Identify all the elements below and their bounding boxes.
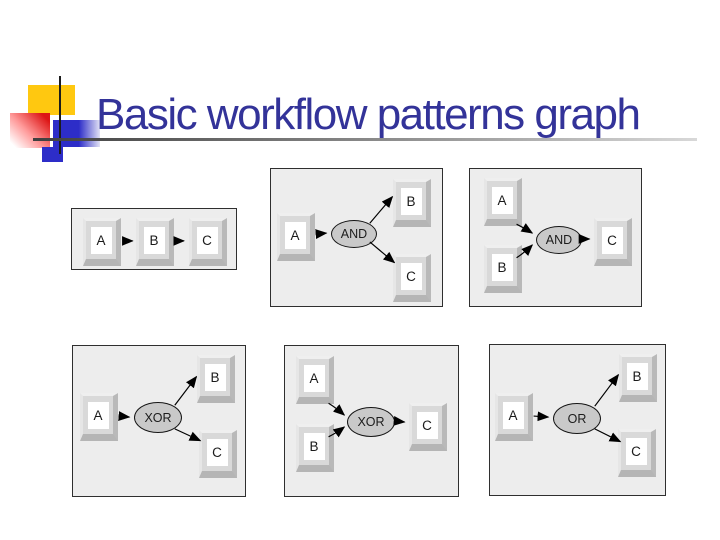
- node-c: C: [189, 218, 227, 266]
- decoration-small-blue-square: [42, 147, 63, 162]
- node-c-label: C: [206, 438, 228, 466]
- node-a-label: A: [284, 221, 306, 249]
- node-c-label: C: [601, 226, 623, 254]
- decoration-vertical-line: [59, 76, 61, 154]
- arrow-gateway-b: [369, 195, 394, 224]
- panel-sequence: A B C: [71, 208, 237, 270]
- arrow-a-gateway: [315, 229, 328, 239]
- node-a: A: [296, 356, 334, 404]
- node-a: A: [83, 218, 121, 266]
- node-b-label: B: [400, 187, 422, 215]
- node-b-label: B: [626, 362, 648, 390]
- gateway-xor: XOR: [347, 407, 395, 437]
- node-a: A: [277, 213, 315, 261]
- node-b-label: B: [204, 363, 226, 391]
- arrow-gateway-c: [174, 428, 202, 442]
- arrow-gateway-b: [174, 375, 198, 406]
- panel-or-split: A OR B C: [489, 344, 666, 496]
- node-c: C: [409, 403, 447, 451]
- arrow-gateway-c: [594, 428, 622, 443]
- node-a-label: A: [90, 226, 112, 254]
- node-c: C: [594, 218, 632, 266]
- panel-xor-split: A XOR B C: [72, 345, 246, 497]
- slide-title: Basic workflow patterns graph: [96, 90, 641, 139]
- decoration-yellow-square: [28, 85, 75, 115]
- node-a-label: A: [303, 364, 325, 392]
- panel-and-join: A B AND C: [469, 168, 642, 307]
- node-b-label: B: [491, 253, 513, 281]
- panel-xor-join: A B XOR C: [284, 345, 459, 497]
- node-a: A: [484, 178, 522, 226]
- arrow-a-gateway: [328, 402, 346, 416]
- arrow-gateway-c: [393, 415, 406, 426]
- gateway-and: AND: [536, 226, 582, 254]
- node-b: B: [619, 354, 657, 402]
- arrow-a-gateway: [118, 411, 131, 421]
- node-c-label: C: [196, 226, 218, 254]
- gateway-or: OR: [553, 403, 601, 434]
- gateway-xor: XOR: [134, 402, 182, 433]
- node-a: A: [495, 393, 533, 441]
- node-b: B: [393, 179, 431, 227]
- node-c: C: [199, 430, 237, 478]
- decoration-red-square: [10, 113, 50, 148]
- node-c: C: [393, 254, 431, 302]
- node-b-label: B: [303, 432, 325, 460]
- node-b: B: [484, 245, 522, 293]
- gateway-and: AND: [331, 220, 377, 248]
- arrow-gateway-b: [594, 373, 620, 407]
- node-c: C: [618, 429, 656, 477]
- node-c-label: C: [625, 437, 647, 465]
- node-a-label: A: [502, 401, 524, 429]
- arrow-a-gateway: [533, 411, 550, 422]
- node-a: A: [80, 393, 118, 441]
- node-c-label: C: [416, 411, 438, 439]
- panel-and-split: A AND B C: [270, 168, 443, 307]
- node-b: B: [197, 355, 235, 403]
- node-b: B: [136, 218, 174, 266]
- node-a-label: A: [491, 186, 513, 214]
- title-underline: [33, 138, 697, 141]
- node-c-label: C: [400, 262, 422, 290]
- node-a-label: A: [87, 401, 109, 429]
- node-b: B: [296, 424, 334, 472]
- arrow-gateway-c: [369, 241, 396, 264]
- node-b-label: B: [143, 226, 165, 254]
